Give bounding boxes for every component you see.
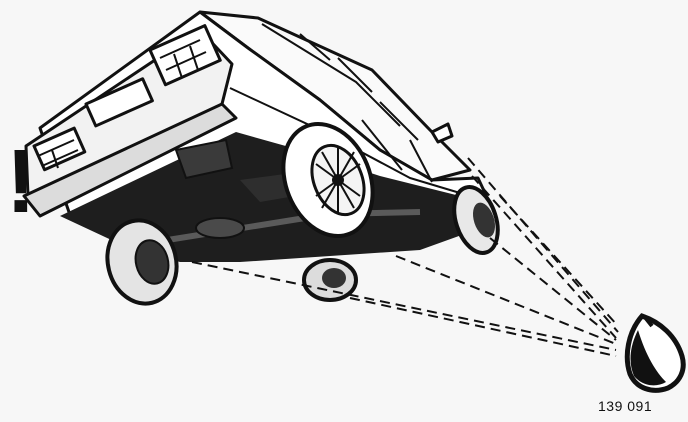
front-left-wheel	[304, 260, 356, 300]
sight-line-7	[490, 238, 616, 340]
sight-line-5	[472, 176, 616, 338]
eye-icon	[627, 316, 683, 390]
sight-line-1	[192, 262, 616, 350]
figure-number: 139 091	[598, 398, 652, 414]
